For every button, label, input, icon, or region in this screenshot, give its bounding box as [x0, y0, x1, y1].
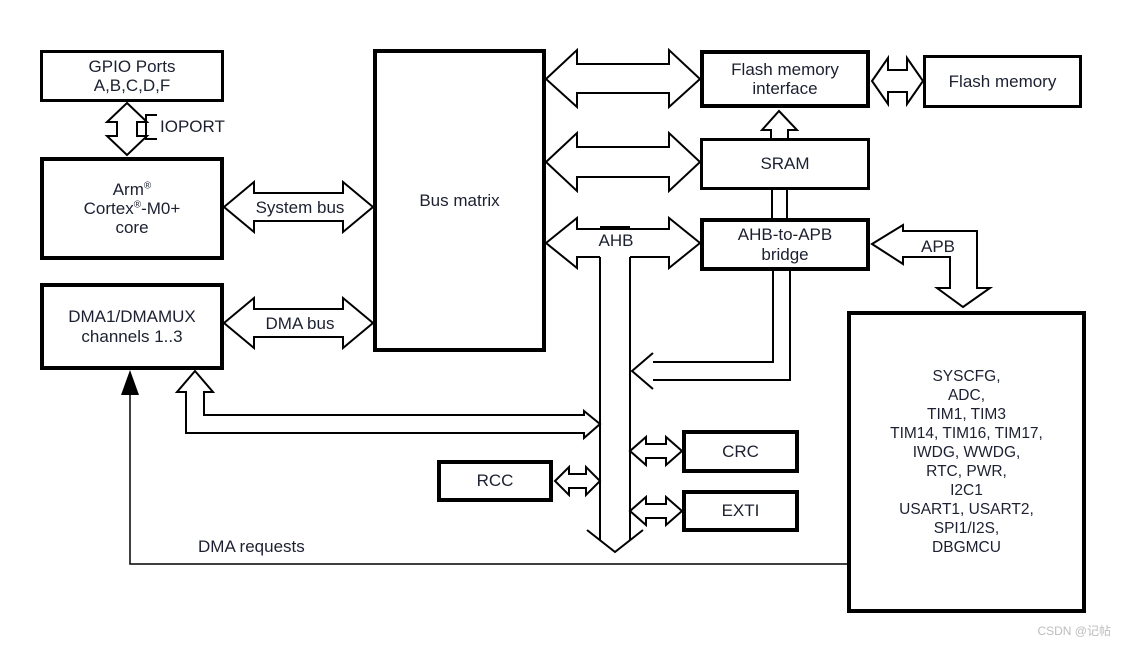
dma-ahb-arrow	[174, 369, 602, 441]
gpio-ports-box: GPIO Ports A,B,C,D,F	[40, 50, 224, 102]
bus-matrix-box: Bus matrix	[373, 49, 546, 352]
sram-label: SRAM	[760, 154, 810, 174]
registered-mark: ®	[133, 199, 142, 211]
cortex-core-box: Arm® Cortex®-M0+ core	[40, 157, 224, 260]
peripheral-line: SPI1/I2S,	[933, 520, 1000, 537]
csdn-watermark: CSDN @记帖	[1037, 624, 1111, 638]
rcc-label: RCC	[476, 471, 514, 491]
sram-bridge-link	[771, 188, 788, 220]
sram-flashif-arrow	[759, 109, 800, 141]
peripheral-line: DBGMCU	[932, 539, 1001, 556]
flash-interface-label-line2: interface	[752, 79, 818, 98]
dma-box: DMA1/DMAMUX channels 1..3	[40, 283, 224, 370]
bridge-label-line2: bridge	[761, 244, 809, 264]
ahb-label: AHB	[598, 231, 634, 250]
flash-memory-box: Flash memory	[923, 55, 1082, 108]
rcc-ahb-arrow	[553, 464, 602, 498]
crc-box: CRC	[682, 430, 799, 473]
dma-label-line1: DMA1/DMAMUX	[68, 307, 196, 327]
apb-arrow	[870, 223, 994, 309]
rcc-box: RCC	[437, 460, 553, 502]
apb-label: APB	[920, 237, 956, 256]
crc-label: CRC	[722, 441, 759, 461]
peripheral-line: IWDG, WWDG,	[912, 444, 1021, 461]
cortex-label-line1: Arm®	[112, 179, 152, 199]
dma-label-line2: channels 1..3	[81, 326, 183, 346]
flash-memory-label: Flash memory	[948, 71, 1057, 91]
peripheral-line: ADC,	[947, 387, 986, 404]
exti-label: EXTI	[721, 501, 760, 521]
peripheral-line: SYSCFG,	[932, 368, 1001, 385]
exti-box: EXTI	[682, 490, 799, 532]
bridge-label-line1: AHB-to-APB	[737, 225, 833, 245]
peripherals-box: SYSCFG, ADC, TIM1, TIM3 TIM14, TIM16, TI…	[847, 311, 1086, 613]
ahb-apb-bridge-box: AHB-to-APB bridge	[700, 218, 870, 271]
dma-bus-label: DMA bus	[265, 314, 335, 333]
ioport-arrow	[104, 101, 150, 157]
busmatrix-flashif-arrow	[544, 47, 702, 110]
dma-requests-line	[129, 394, 849, 565]
peripheral-line: USART1, USART2,	[899, 501, 1034, 518]
ioport-label: IOPORT	[160, 117, 225, 136]
flash-interface-box: Flash memory interface	[700, 50, 870, 108]
registered-mark: ®	[143, 180, 152, 192]
bus-matrix-label: Bus matrix	[419, 190, 500, 210]
dma-requests-arrowhead	[121, 370, 139, 395]
ahb-vertical-shaft	[586, 257, 644, 554]
flash-interface-label-line1: Flash memory	[731, 59, 839, 79]
bridge-ahbshaft-arrow	[630, 269, 791, 390]
peripheral-line: RTC, PWR,	[926, 463, 1007, 480]
peripheral-line: TIM14, TIM16, TIM17,	[890, 425, 1043, 442]
dma-requests-label: DMA requests	[198, 537, 305, 556]
busmatrix-sram-arrow	[544, 130, 702, 194]
crc-ahb-arrow	[628, 434, 684, 468]
ahb-top-dash	[600, 226, 630, 230]
gpio-ports-label-line1: GPIO Ports	[88, 56, 176, 76]
ioport-bracket-icon	[145, 114, 157, 140]
ahb-shaft-gap	[600, 253, 630, 261]
flashif-flashmem-arrow	[870, 54, 925, 108]
sram-box: SRAM	[700, 138, 870, 190]
peripheral-line: I2C1	[950, 482, 983, 499]
cortex-label-line2: Cortex®-M0+	[83, 198, 181, 218]
exti-ahb-arrow	[628, 494, 684, 528]
system-bus-label: System bus	[255, 198, 345, 217]
peripheral-line: TIM1, TIM3	[927, 406, 1006, 423]
gpio-ports-label-line2: A,B,C,D,F	[93, 76, 171, 95]
cortex-label-line3: core	[115, 218, 149, 238]
